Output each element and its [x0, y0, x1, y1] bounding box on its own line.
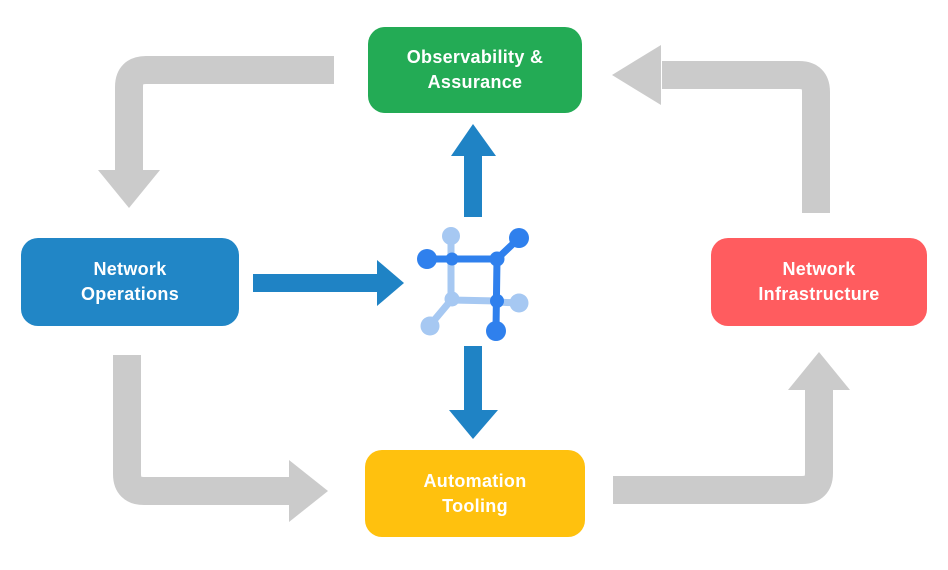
- arrow-head: [449, 410, 498, 439]
- arrow-automation-to-infrastructure: [613, 352, 850, 504]
- icon-dark-node-top-right: [509, 228, 529, 248]
- arrow-center-to-observability: [451, 124, 496, 217]
- node-network-infrastructure: Network Infrastructure: [711, 238, 927, 326]
- node-label-line2: Assurance: [427, 72, 523, 92]
- arrow-head: [612, 45, 661, 105]
- node-label-line1: Observability &: [406, 47, 544, 67]
- arrow-shaft: [115, 56, 334, 172]
- node-observability: Observability & Assurance: [368, 27, 582, 113]
- icon-light-node-bottom-left: [420, 316, 440, 336]
- node-label-line1: Automation: [423, 470, 527, 491]
- arrow-shaft: [113, 355, 291, 505]
- arrow-head: [377, 260, 404, 306]
- icon-dark-node-bottom: [486, 321, 506, 341]
- network-mesh-icon: [417, 227, 529, 341]
- arrow-infrastructure-to-observability: [612, 45, 830, 213]
- node-label-line2: Infrastructure: [758, 284, 880, 304]
- node-network-operations: Network Operations: [21, 238, 239, 326]
- icon-dark-node-left: [417, 249, 437, 269]
- arrow-operations-to-automation: [113, 355, 328, 522]
- node-label-line2: Operations: [80, 284, 180, 304]
- node-label-line1: Network: [93, 259, 167, 279]
- icon-dark-line-right: [492, 255, 501, 333]
- icon-dark-node-crossing-top-left: [445, 252, 459, 266]
- arrow-shaft: [613, 390, 833, 504]
- icon-light-node-top: [442, 227, 460, 245]
- icon-light-node-corner: [444, 291, 460, 307]
- icon-dark-node-corner-top-right: [489, 251, 505, 267]
- icon-light-node-right: [509, 293, 529, 313]
- arrow-operations-to-center: [253, 260, 404, 306]
- arrow-shaft: [464, 154, 482, 217]
- arrow-observability-to-operations: [98, 56, 334, 208]
- node-label-line2: Tooling: [442, 495, 508, 516]
- node-automation-tooling: Automation Tooling: [365, 450, 585, 537]
- arrow-head: [98, 170, 160, 208]
- arrow-shaft: [464, 346, 482, 411]
- icon-dark-node-crossing-bottom-right: [490, 294, 504, 308]
- arrow-head: [289, 460, 328, 522]
- arrow-head: [451, 124, 496, 156]
- arrow-center-to-automation: [449, 346, 498, 439]
- arrow-shaft: [662, 61, 830, 213]
- arrow-shaft: [253, 274, 378, 292]
- arrow-head: [788, 352, 850, 390]
- node-label-line1: Network: [782, 259, 856, 279]
